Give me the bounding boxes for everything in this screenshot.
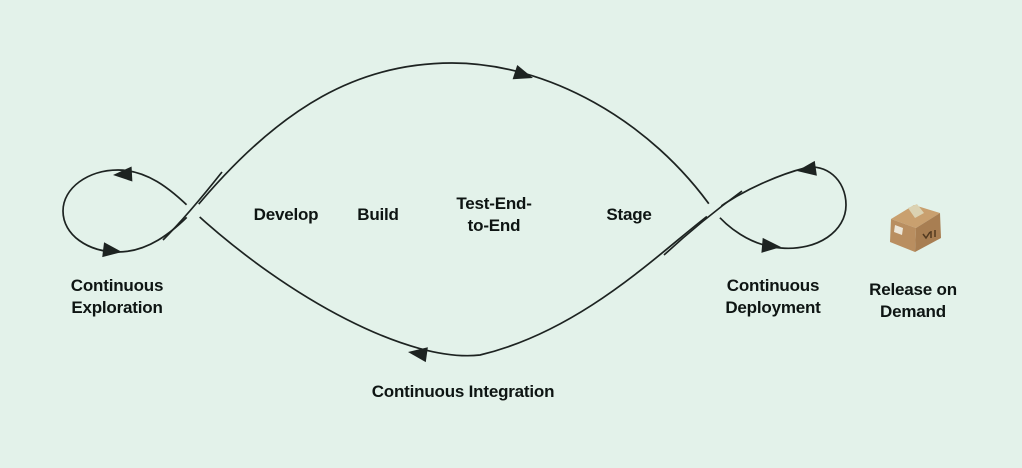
label-continuous-deployment-line1: Continuous — [726, 276, 820, 295]
label-continuous-exploration-line2: Exploration — [71, 298, 163, 317]
left-loop-top-arrowhead — [113, 166, 133, 182]
bottom-arc-arrowhead — [408, 347, 428, 363]
label-release-on-demand-line2: Demand — [880, 302, 946, 321]
top-arc-arrowhead — [512, 64, 533, 80]
right-loop-bottom-arrowhead — [761, 237, 781, 253]
label-continuous-integration: Continuous Integration — [371, 382, 555, 401]
label-continuous-exploration: Continuous Exploration — [70, 275, 164, 319]
label-release-on-demand-line1: Release on — [869, 280, 957, 299]
label-test-end-to-end-line1: Test-End- — [456, 194, 532, 213]
package-front-right-face — [915, 213, 941, 252]
package-shipping-label — [894, 225, 903, 235]
label-test-end-to-end: Test-End- to-End — [456, 193, 532, 237]
label-continuous-exploration-line1: Continuous — [70, 276, 164, 295]
left-crossing-gap — [184, 202, 202, 220]
label-build: Build — [357, 205, 399, 224]
package-box-icon — [890, 204, 941, 252]
label-continuous-deployment: Continuous Deployment — [725, 275, 820, 319]
label-stage: Stage — [606, 205, 652, 224]
label-test-end-to-end-line2: to-End — [467, 216, 521, 235]
label-release-on-demand: Release on Demand — [869, 279, 957, 323]
right-loop-top-arrowhead — [797, 160, 817, 176]
left-crossing-over-strand — [162, 171, 223, 241]
package-shipping-marks — [922, 230, 936, 240]
package-tape-strip — [908, 204, 924, 218]
right-crossing-over-strand — [663, 190, 743, 256]
left-loop-bottom-arrowhead — [102, 242, 122, 258]
label-continuous-deployment-line2: Deployment — [725, 298, 821, 317]
label-develop: Develop — [253, 205, 319, 224]
